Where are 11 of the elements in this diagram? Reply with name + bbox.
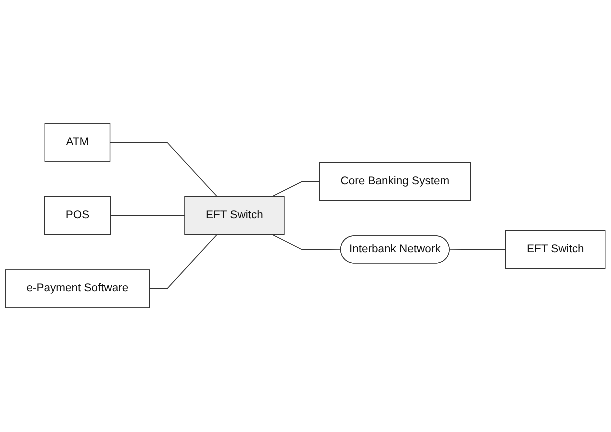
node-box: POS: [44, 196, 112, 236]
node-box: EFT Switch: [184, 196, 285, 236]
node-box: e-Payment Software: [5, 270, 150, 308]
connector: [149, 234, 218, 290]
node-box: EFT Switch: [506, 230, 606, 270]
connector: [272, 182, 320, 198]
connector: [449, 250, 506, 251]
node-box: ATM: [44, 124, 111, 162]
connector: [110, 142, 218, 198]
node-box: Core Banking System: [319, 162, 472, 202]
connector: [272, 234, 342, 251]
